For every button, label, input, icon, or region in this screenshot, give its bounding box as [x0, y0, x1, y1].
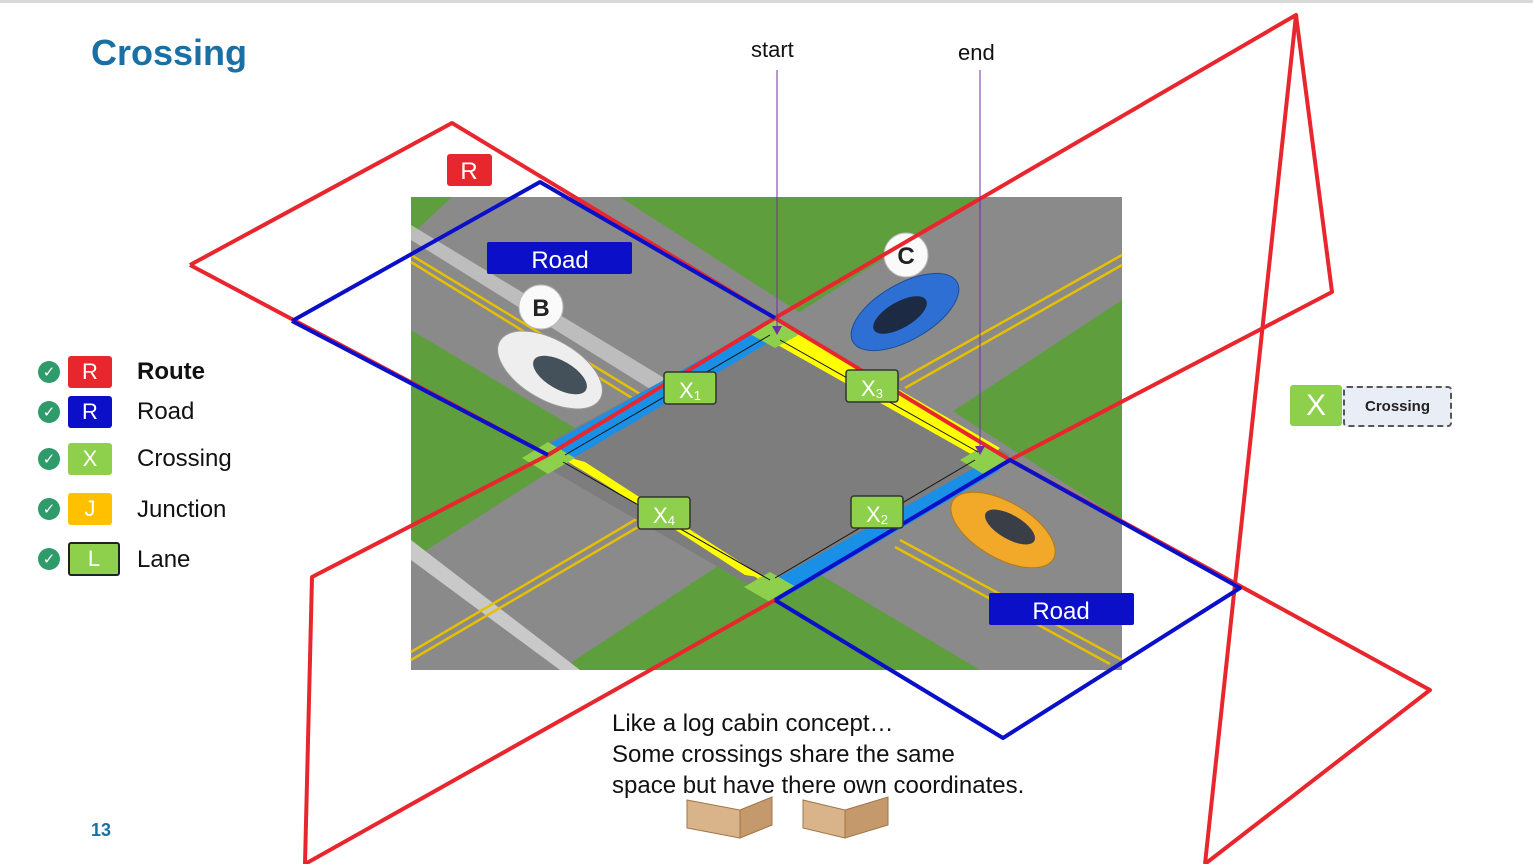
car-c-label: C: [897, 243, 914, 270]
legend-item-junction: ✓ J: [38, 492, 112, 526]
slide-title: Crossing: [91, 32, 248, 73]
check-icon: ✓: [38, 548, 60, 570]
bubble-b: B: [518, 284, 564, 330]
route-tag-label: R: [460, 158, 477, 185]
crossing-widget-label: Crossing: [1343, 386, 1452, 427]
road-label-bottom-right: Road: [989, 593, 1134, 625]
legend-tag-route: R: [68, 356, 112, 388]
legend-item-crossing: ✓ X: [38, 442, 112, 476]
road-label-bottom-right-text: Road: [1032, 598, 1089, 625]
legend-item-lane: ✓ L: [38, 542, 120, 576]
start-label: start: [751, 37, 794, 62]
crossing-x1: X1: [663, 371, 717, 405]
legend-label-route: Route: [137, 358, 205, 385]
crossing-x3: X3: [845, 369, 899, 403]
legend-label-road: Road: [137, 398, 195, 425]
legend-label-lane: Lane: [137, 546, 191, 573]
legend-label-junction: Junction: [137, 496, 227, 523]
car-c: [850, 272, 960, 352]
crossing-x2: X2: [850, 495, 904, 529]
note-line-1: Like a log cabin concept…: [612, 710, 894, 737]
legend-item-road: ✓ R: [38, 395, 112, 429]
road-label-top-left-text: Road: [531, 247, 588, 274]
concept-note: Like a log cabin concept… Some crossings…: [612, 708, 1024, 801]
check-icon: ✓: [38, 448, 60, 470]
top-divider: [0, 0, 1533, 3]
car-b: [497, 330, 603, 410]
log-cabin-illustration: [686, 796, 889, 839]
check-icon: ✓: [38, 401, 60, 423]
route-tag: R: [447, 154, 492, 186]
legend-tag-junction: J: [68, 493, 112, 525]
road-label-top-left: Road: [487, 242, 632, 274]
check-icon: ✓: [38, 498, 60, 520]
svg-text:X1: X1: [679, 378, 701, 403]
crossing-widget-tag: X: [1290, 385, 1342, 426]
end-label: end: [958, 40, 995, 65]
legend-label-crossing: Crossing: [137, 445, 232, 472]
legend-item-route: ✓ R: [38, 355, 112, 389]
intersection-image: [410, 197, 1123, 670]
svg-text:X2: X2: [866, 502, 888, 527]
bubble-c: C: [883, 232, 929, 278]
check-icon: ✓: [38, 361, 60, 383]
legend-tag-crossing: X: [68, 443, 112, 475]
svg-text:X3: X3: [861, 376, 883, 401]
note-line-3: space but have there own coordinates.: [612, 772, 1025, 799]
svg-text:X4: X4: [653, 503, 675, 528]
legend-tag-road: R: [68, 396, 112, 428]
car-a: [950, 491, 1056, 569]
road-outline: [291, 180, 1242, 740]
legend-tag-lane: L: [68, 542, 120, 576]
car-b-label: B: [532, 295, 549, 322]
note-line-2: Some crossings share the same: [612, 741, 955, 768]
page-number: 13: [91, 820, 112, 840]
crossing-x4: X4: [637, 496, 691, 530]
